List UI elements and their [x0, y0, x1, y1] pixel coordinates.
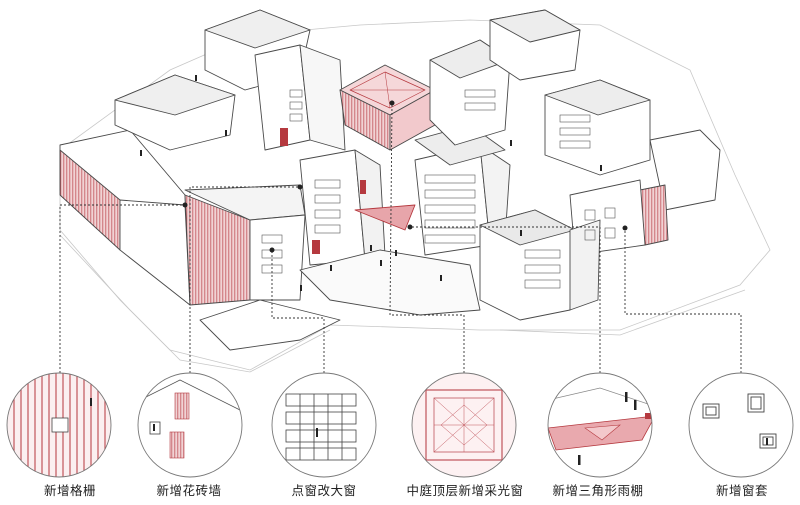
people-figures: [140, 75, 602, 291]
detail-circle-canopy: [547, 372, 653, 478]
caption-canopy: 新增三角形雨棚: [552, 483, 644, 498]
detail-circle-grille: [6, 372, 112, 478]
building-blocks: [59, 9, 721, 351]
caption-grille: 新增格栅: [43, 483, 96, 498]
detail-circle-skylight: [411, 372, 517, 478]
caption-skylight: 中庭顶层新增采光窗: [406, 483, 524, 498]
detail-circle-window: [271, 372, 377, 478]
caption-brick-wall: 新增花砖墙: [156, 483, 222, 498]
caption-big-window: 点窗改大窗: [291, 483, 357, 498]
building-windows: [261, 89, 616, 289]
leader-lines: [59, 100, 742, 373]
detail-circle-brick: [137, 372, 243, 478]
caption-window-frame: 新增窗套: [715, 483, 768, 498]
detail-circle-frame: [688, 372, 794, 478]
